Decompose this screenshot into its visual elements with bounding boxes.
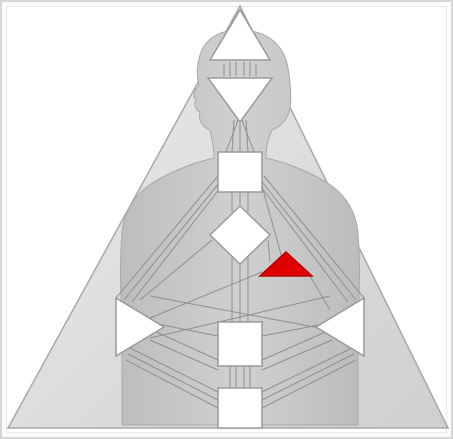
root-center xyxy=(218,388,262,428)
throat-center xyxy=(218,152,262,192)
sacral-center xyxy=(218,322,262,366)
